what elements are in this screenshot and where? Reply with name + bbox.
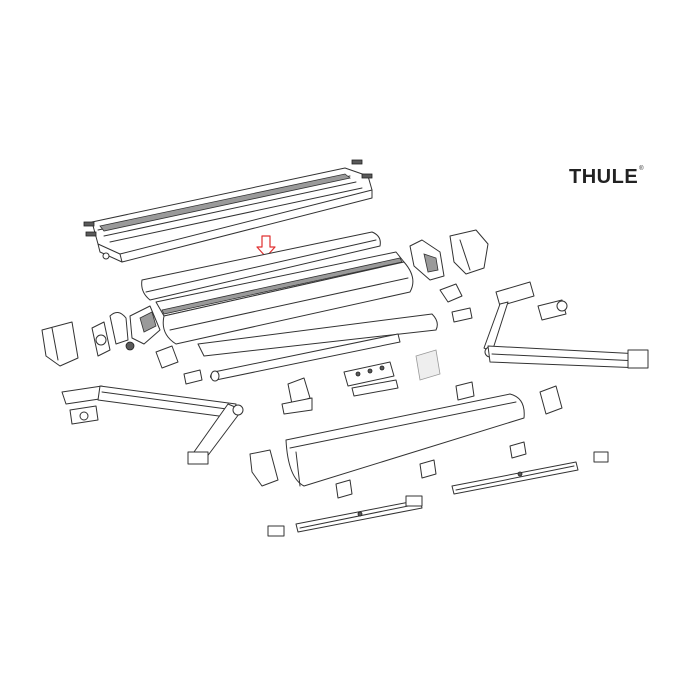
cassette-top-rail	[83, 159, 373, 263]
thule-logo: THULE®	[569, 166, 644, 189]
brackets	[281, 349, 563, 415]
left-end-cap	[41, 305, 203, 385]
clips	[335, 441, 527, 499]
logo-registered-mark: ®	[639, 166, 645, 172]
logo-text: THULE	[569, 166, 639, 188]
lead-rail	[197, 313, 438, 382]
support-leg-left	[267, 495, 423, 537]
right-arm	[483, 281, 649, 369]
roller-tube	[155, 251, 414, 345]
right-end-cap	[409, 229, 489, 323]
front-cover	[249, 393, 525, 487]
highlight-arrow	[256, 235, 276, 258]
awning-fabric	[141, 231, 381, 301]
support-leg-right	[451, 451, 609, 495]
left-arm	[61, 385, 244, 465]
